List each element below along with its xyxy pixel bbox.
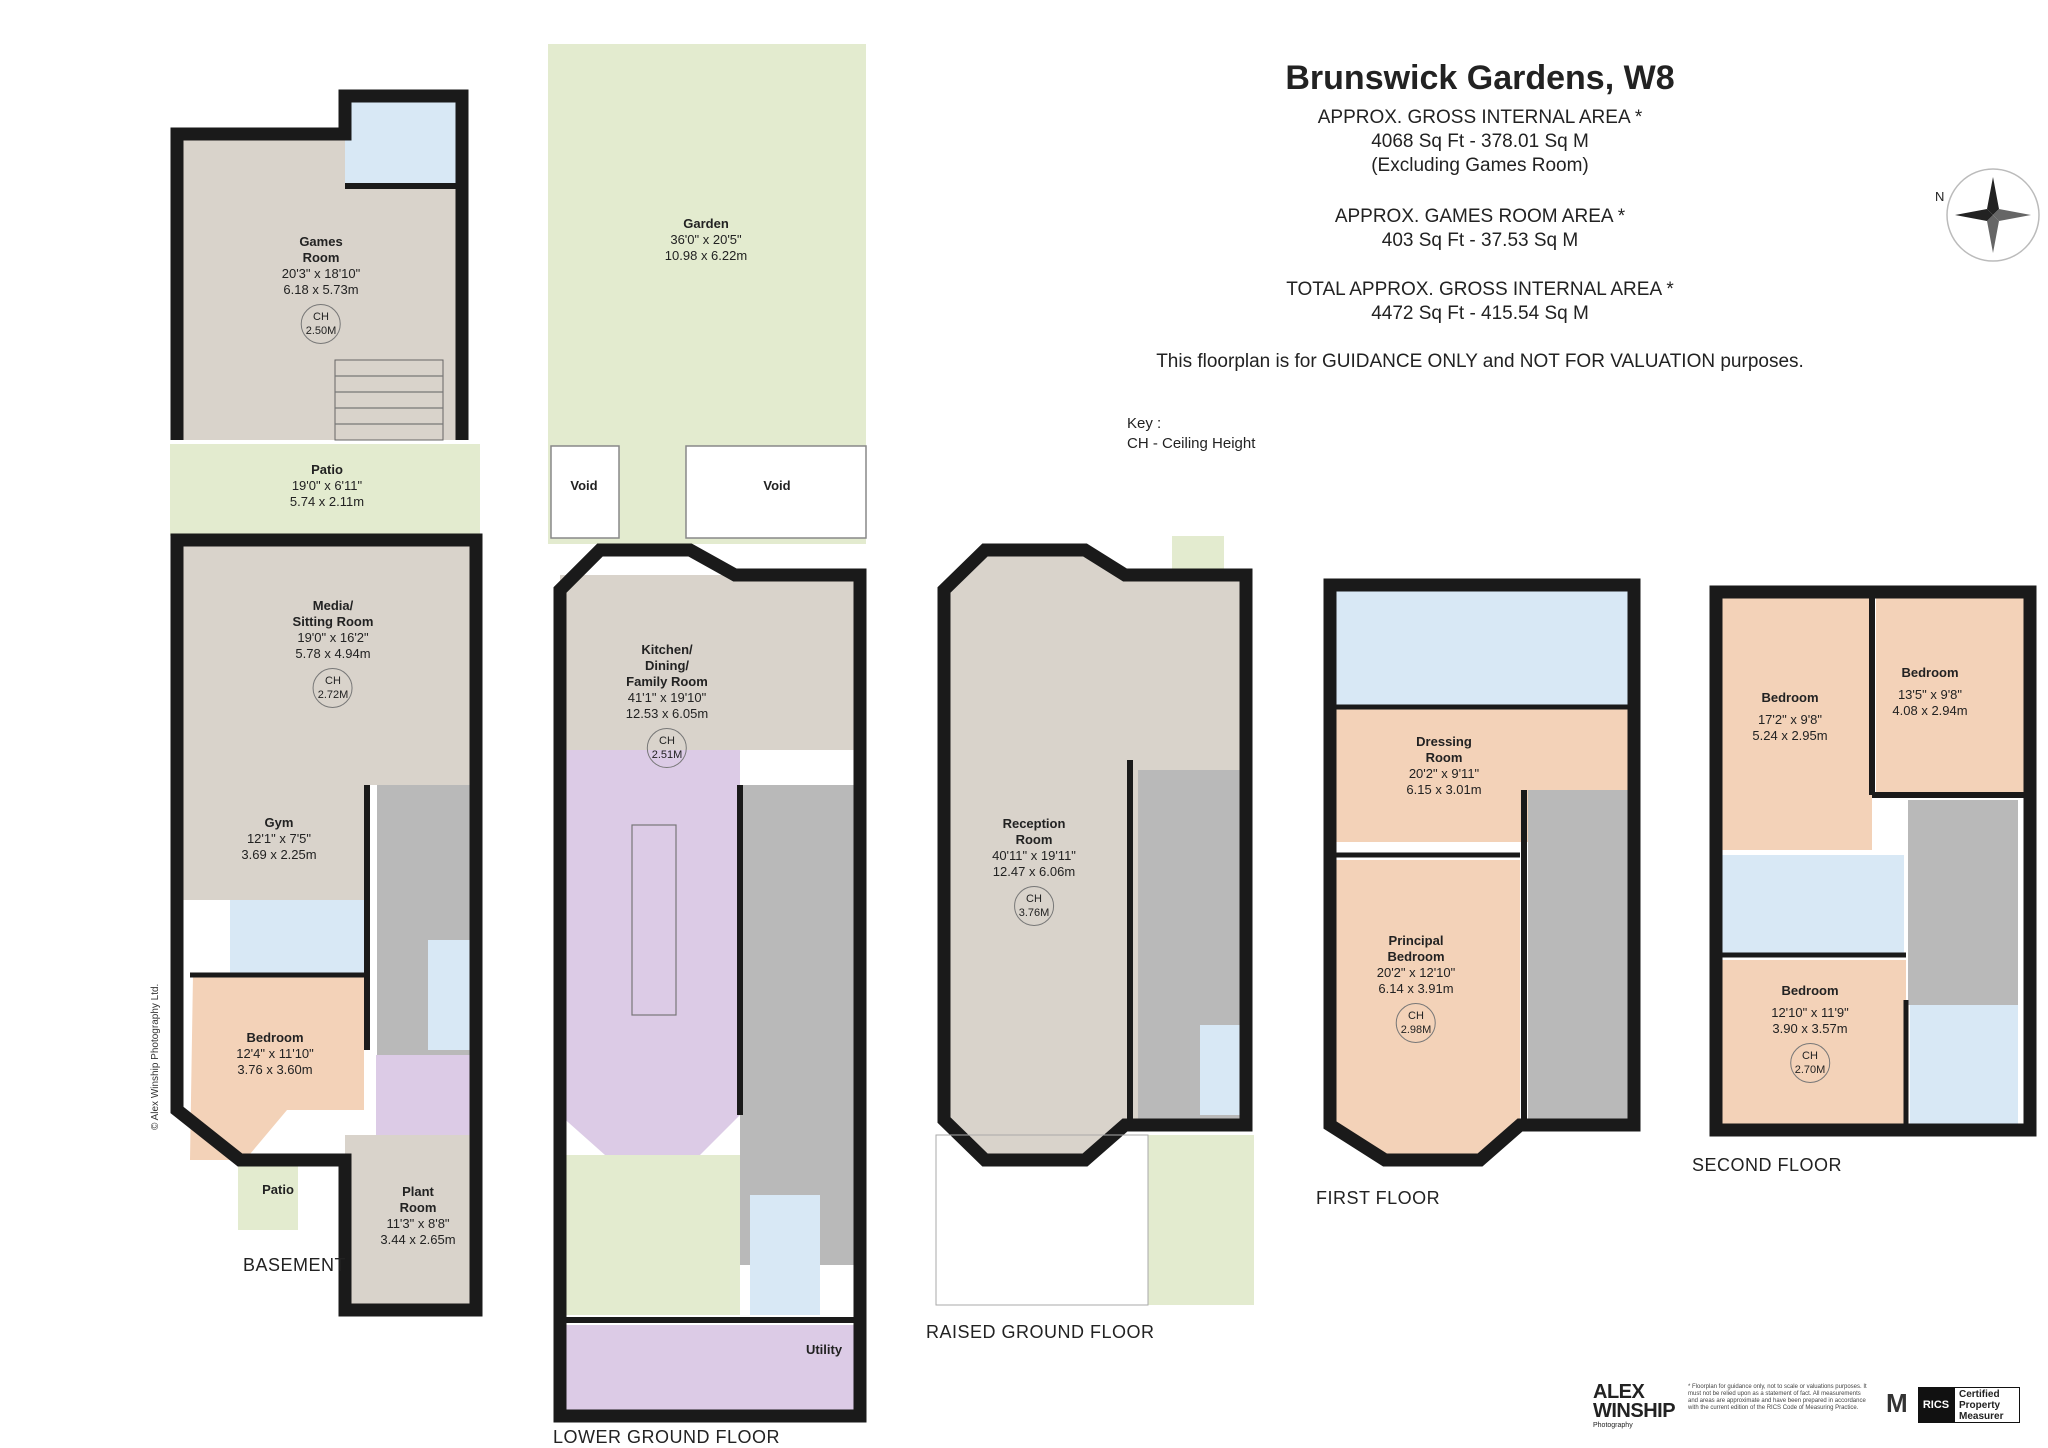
first-floor-stairs xyxy=(1528,790,1628,1125)
floor-label-raised-ground: RAISED GROUND FLOOR xyxy=(926,1322,1155,1342)
floor-label-lower-ground: LOWER GROUND FLOOR xyxy=(553,1427,781,1447)
key-legend: Key : CH - Ceiling Height xyxy=(1127,414,1255,454)
basement-patio xyxy=(170,444,480,536)
room-label-second-bedroom-2: Bedroom 13'5" x 9'8" 4.08 x 2.94m xyxy=(1892,665,1968,718)
room-label-garden: Garden 36'0" x 20'5" 10.98 x 6.22m xyxy=(664,216,748,263)
second-floor-walls xyxy=(1709,585,2037,1137)
raised-ground-walls xyxy=(937,543,1253,1167)
games-area-value: 403 Sq Ft - 37.53 Sq M xyxy=(1381,230,1579,251)
raised-ground-plan xyxy=(935,536,1254,1306)
basement-walls xyxy=(170,533,483,1317)
room-label-kitchen: Kitchen/ Dining/ Family Room 41'1" x 19'… xyxy=(626,642,708,768)
room-label-void-right: Void xyxy=(763,478,791,493)
room-label-principal-bedroom: Principal Bedroom 20'2" x 12'10" 6.14 x … xyxy=(1377,933,1455,1043)
room-dim-imperial: 20'3" x 18'10" xyxy=(281,266,361,281)
floor-label-second: SECOND FLOOR xyxy=(1692,1155,1843,1175)
rics-mark: RICS xyxy=(1918,1387,1954,1423)
media-room-area xyxy=(177,540,476,785)
copyright-note: © Alex Winship Photography Ltd. xyxy=(150,983,161,1130)
first-floor-plan xyxy=(1323,578,1641,1167)
room-label-plant: Plant Room 11'3" x 8'8" 3.44 x 2.65m xyxy=(380,1184,456,1247)
second-floor-plan xyxy=(1709,585,2037,1137)
total-area-heading: TOTAL APPROX. GROSS INTERNAL AREA * xyxy=(1286,279,1674,300)
room-label-reception: Reception Room 40'11" x 19'11" 12.47 x 6… xyxy=(992,816,1076,926)
first-floor-walls xyxy=(1323,578,1641,1167)
room-label-dressing: Dressing Room 20'2" x 9'11" 6.15 x 3.01m xyxy=(1406,734,1482,797)
floor-label-first: FIRST FLOOR xyxy=(1316,1188,1441,1208)
lower-ground-walls xyxy=(553,543,867,1423)
property-title: Brunswick Gardens, W8 xyxy=(1285,59,1675,97)
lower-ground-plan xyxy=(548,44,867,1423)
second-bedroom-1-area xyxy=(1716,592,1872,850)
plant-room-area xyxy=(345,1135,476,1310)
lower-ground-stairs xyxy=(740,785,854,1265)
gym-area xyxy=(177,785,367,900)
total-area-value: 4472 Sq Ft - 415.54 Sq M xyxy=(1371,303,1589,324)
second-floor-stairs xyxy=(1908,800,2018,1005)
void-left xyxy=(550,445,620,539)
room-label-small-patio: Patio xyxy=(262,1182,294,1197)
svg-text:N: N xyxy=(1935,189,1944,204)
gia-heading: APPROX. GROSS INTERNAL AREA * xyxy=(1317,107,1643,128)
basement-plan xyxy=(170,89,483,1317)
room-label-media: Media/ Sitting Room 19'0" x 16'2" 5.78 x… xyxy=(293,598,373,708)
kitchen-island-zone xyxy=(560,750,740,1155)
rics-badge: RICS Certified Property Measurer xyxy=(1918,1387,2020,1423)
gia-note: (Excluding Games Room) xyxy=(1371,155,1589,176)
second-bedroom-2-area xyxy=(1876,592,2024,792)
rics-certified-label: Certified Property Measurer xyxy=(1954,1387,2020,1423)
room-label-utility: Utility xyxy=(805,1342,843,1357)
room-label-second-bedroom-1: Bedroom 17'2" x 9'8" 5.24 x 2.95m xyxy=(1752,690,1828,743)
floor-label-basement: BASEMENT xyxy=(243,1255,347,1275)
room-name: Games Room xyxy=(299,234,343,265)
compass-icon: N xyxy=(1935,168,2040,262)
void-right xyxy=(685,445,867,539)
disclaimer-text: * Floorplan for guidance only, not to sc… xyxy=(1688,1384,1867,1411)
room-dim-metric: 6.18 x 5.73m xyxy=(283,282,359,297)
utility-area xyxy=(560,1325,854,1410)
basement-bedroom-area xyxy=(190,975,364,1160)
games-area-heading: APPROX. GAMES ROOM AREA * xyxy=(1334,206,1626,227)
gia-value: 4068 Sq Ft - 378.01 Sq M xyxy=(1371,131,1589,152)
guidance-note: This floorplan is for GUIDANCE ONLY and … xyxy=(1156,351,1804,372)
room-label-patio: Patio 19'0" x 6'11" 5.74 x 2.11m xyxy=(289,462,365,509)
key-entry: CH - Ceiling Height xyxy=(1127,435,1256,452)
room-label-void-left: Void xyxy=(570,478,598,493)
first-floor-bathroom xyxy=(1330,585,1628,707)
room-label-basement-bedroom: Bedroom 12'4" x 11'10" 3.76 x 3.60m xyxy=(236,1030,314,1077)
key-title: Key : xyxy=(1127,415,1162,432)
games-room-walls xyxy=(170,89,469,440)
games-room-wc xyxy=(345,96,462,186)
mtp-logo-icon: M xyxy=(1886,1388,1908,1418)
room-label-games: Games Room 20'3" x 18'10" 6.18 x 5.73m C… xyxy=(281,234,361,344)
basement-bathroom xyxy=(230,900,367,975)
room-label-gym: Gym 12'1" x 7'5" 3.69 x 2.25m xyxy=(241,815,317,862)
